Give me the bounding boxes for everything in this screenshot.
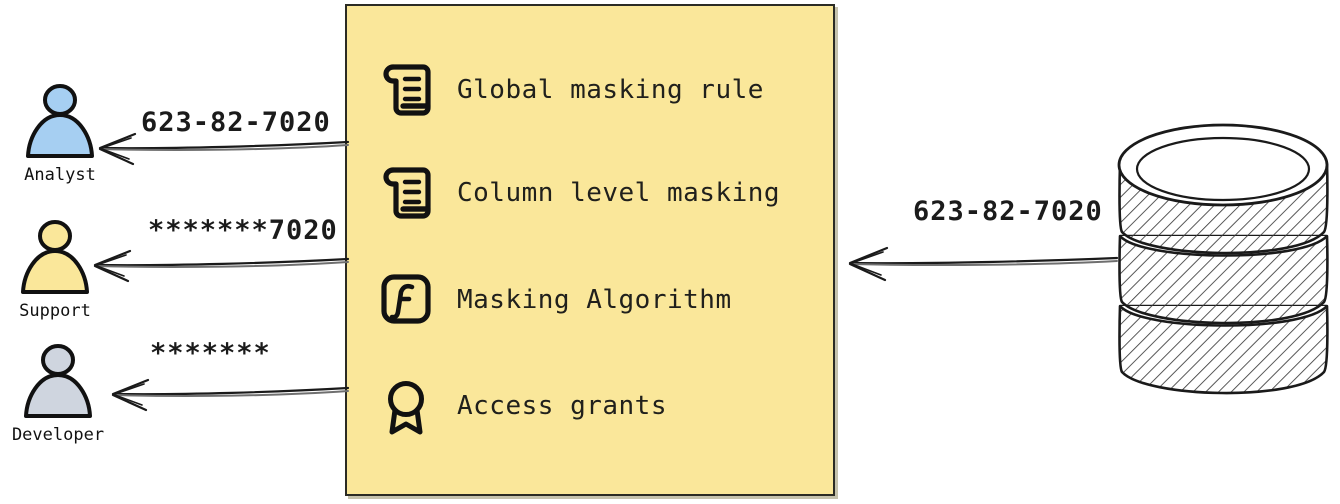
scroll-icon <box>383 167 431 219</box>
consumer-name: Support <box>19 301 91 321</box>
support-value-label: *******7020 <box>148 215 338 246</box>
person-icon <box>26 84 94 158</box>
consumer-name: Developer <box>11 425 105 445</box>
award-ribbon-icon <box>388 381 424 435</box>
consumer-name: Analyst <box>24 165 96 185</box>
database-cylinder-icon <box>1117 123 1329 395</box>
person-icon <box>21 220 89 294</box>
panel-item-label: Access grants <box>457 391 667 421</box>
arrow-panel-to-developer <box>111 378 350 412</box>
panel-item-label: Column level masking <box>457 178 781 208</box>
analyst-value-label: 623-82-7020 <box>141 107 331 138</box>
panel-item-label: Global masking rule <box>457 75 764 105</box>
arrow-panel-to-analyst <box>98 132 350 166</box>
consumer-analyst[interactable]: Analyst <box>5 82 115 185</box>
consumer-support[interactable]: Support <box>0 218 110 321</box>
person-icon <box>24 344 92 418</box>
source-value-label: 623-82-7020 <box>913 196 1103 227</box>
arrow-panel-to-support <box>93 249 350 283</box>
panel-item-column-level-masking[interactable]: Column level masking <box>379 161 780 225</box>
scroll-icon <box>383 64 431 116</box>
panel-item-label: Masking Algorithm <box>457 285 732 315</box>
consumer-developer[interactable]: Developer <box>3 342 113 445</box>
panel-item-access-grants[interactable]: Access grants <box>379 374 667 438</box>
developer-value-label: ******* <box>150 338 271 369</box>
panel-item-global-masking-rule[interactable]: Global masking rule <box>379 58 764 122</box>
function-icon <box>381 274 431 324</box>
panel-item-masking-algorithm[interactable]: Masking Algorithm <box>379 268 732 332</box>
masking-policy-panel: Global masking rule Column level masking… <box>345 4 835 496</box>
arrow-source-to-panel <box>848 246 1119 282</box>
